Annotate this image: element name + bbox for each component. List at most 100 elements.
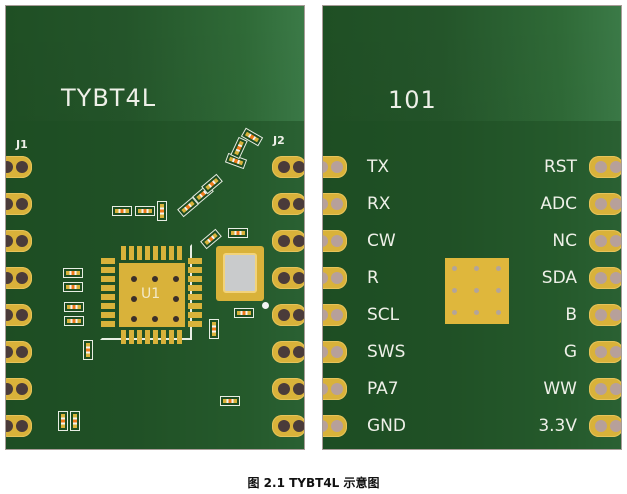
ground-via: [496, 266, 501, 271]
right-pin-pad: [589, 415, 621, 437]
capacitor: [157, 201, 167, 221]
chip-pin: [101, 285, 115, 291]
pad-hole: [595, 420, 607, 432]
chip-pin: [137, 330, 142, 344]
chip-pin: [169, 330, 174, 344]
pad-hole: [293, 198, 304, 210]
chip-pin: [145, 246, 150, 260]
pad-hole: [331, 272, 343, 284]
capacitor: [234, 308, 254, 318]
ground-via: [452, 288, 457, 293]
pad-hole: [323, 272, 328, 284]
ground-via: [474, 266, 479, 271]
pad-hole: [278, 309, 290, 321]
pad-hole: [16, 161, 28, 173]
pad-hole: [323, 309, 328, 321]
pin-label: NC: [552, 231, 577, 251]
connector-j1-label: J1: [16, 138, 28, 151]
left-pin-pad: [323, 230, 347, 252]
pad-hole: [6, 198, 13, 210]
pad-hole: [595, 235, 607, 247]
j1-pad: [6, 415, 32, 437]
pad-hole: [610, 346, 621, 358]
ground-via: [496, 288, 501, 293]
pad-hole: [16, 383, 28, 395]
pad-hole: [293, 346, 304, 358]
chip-pin: [188, 267, 202, 273]
ground-via: [496, 310, 501, 315]
pin-label: WW: [543, 379, 577, 399]
chip-pin: [188, 285, 202, 291]
pad-hole: [610, 198, 621, 210]
right-pin-pad: [589, 378, 621, 400]
thermal-via: [131, 276, 137, 282]
pad-hole: [610, 272, 621, 284]
pin-label: B: [565, 305, 577, 325]
left-pin-pad: [323, 378, 347, 400]
ground-via: [474, 310, 479, 315]
pad-hole: [293, 235, 304, 247]
pin-label: SDA: [541, 268, 577, 288]
pad-hole: [595, 161, 607, 173]
j1-pad: [6, 341, 32, 363]
pad-hole: [278, 161, 290, 173]
right-pin-pad: [589, 156, 621, 178]
pin-label: TX: [367, 157, 390, 177]
right-pin-pad: [589, 193, 621, 215]
chip-pin: [101, 294, 115, 300]
pin-label: PA7: [367, 379, 399, 399]
pad-hole: [278, 198, 290, 210]
chip-pin: [101, 267, 115, 273]
chip-pin: [188, 312, 202, 318]
thermal-via: [131, 296, 137, 302]
pin-label: SCL: [367, 305, 400, 325]
pad-hole: [6, 235, 13, 247]
ground-via: [452, 310, 457, 315]
pad-hole: [610, 420, 621, 432]
j1-pad: [6, 304, 32, 326]
capacitor: [64, 316, 84, 326]
chip-label: U1: [141, 286, 161, 302]
capacitor: [64, 302, 84, 312]
chip-pin: [101, 258, 115, 264]
chip-pin: [101, 303, 115, 309]
chip-pin: [161, 246, 166, 260]
chip-pin: [188, 276, 202, 282]
j1-pad: [6, 378, 32, 400]
pad-hole: [331, 235, 343, 247]
pad-hole: [331, 198, 343, 210]
pad-hole: [331, 309, 343, 321]
thermal-via: [131, 316, 137, 322]
pad-hole: [278, 346, 290, 358]
j2-pad: [272, 341, 304, 363]
j1-pad: [6, 267, 32, 289]
resistor: [83, 340, 93, 360]
figure-caption: 图 2.1 TYBT4L 示意图: [247, 476, 380, 490]
right-pin-pad: [589, 341, 621, 363]
pad-hole: [610, 161, 621, 173]
pad-hole: [293, 420, 304, 432]
pad-hole: [331, 346, 343, 358]
pad-hole: [293, 309, 304, 321]
pad-hole: [331, 161, 343, 173]
pin-label: SWS: [367, 342, 406, 362]
pad-hole: [323, 383, 328, 395]
j2-pad: [272, 415, 304, 437]
pad-hole: [6, 272, 13, 284]
pad-hole: [16, 420, 28, 432]
pin-label: 3.3V: [538, 416, 577, 436]
pin1-marker-dot: [262, 302, 269, 309]
chip-pin: [177, 330, 182, 344]
pin-label: CW: [367, 231, 396, 251]
left-pin-pad: [323, 304, 347, 326]
chip-pin: [188, 321, 202, 327]
pad-hole: [6, 309, 13, 321]
pad-hole: [595, 272, 607, 284]
j2-pad: [272, 267, 304, 289]
chip-pin: [161, 330, 166, 344]
resistor: [135, 206, 155, 216]
chip-u1: U1: [96, 236, 202, 346]
pad-hole: [16, 309, 28, 321]
pad-hole: [278, 420, 290, 432]
thermal-via: [173, 316, 179, 322]
